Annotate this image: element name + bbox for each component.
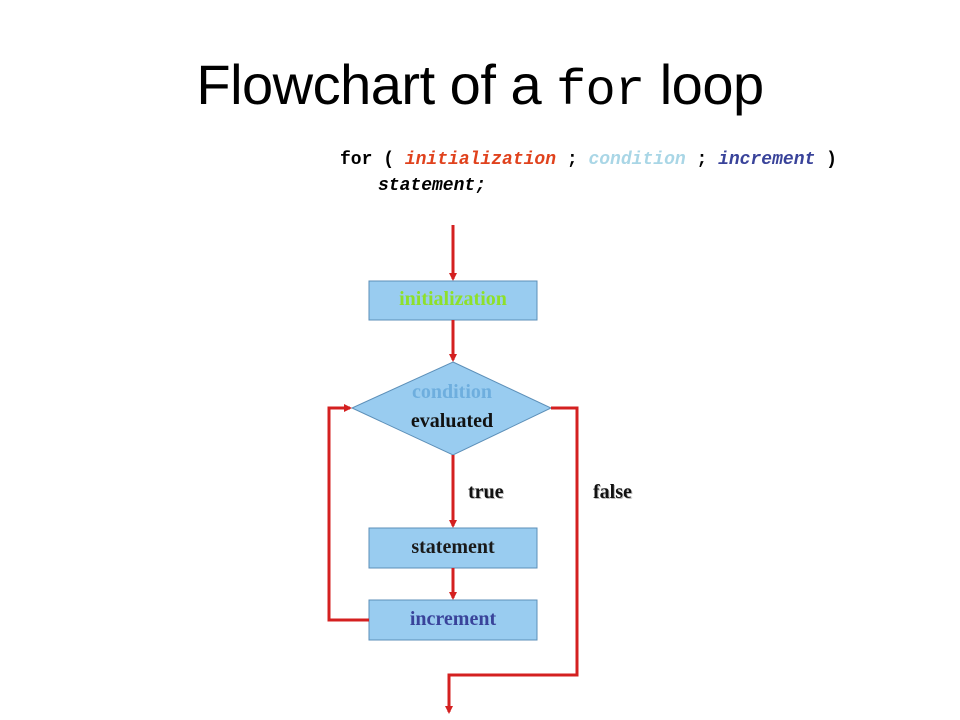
evaluated-label: evaluated bbox=[410, 410, 494, 432]
initialization-box bbox=[368, 280, 538, 321]
code-for-open: for ( bbox=[340, 150, 405, 170]
code-sep-2: ; bbox=[685, 150, 719, 170]
page-title: Flowchart of a for loop bbox=[0, 52, 960, 120]
initialization-label: initialization bbox=[399, 288, 507, 310]
condition-label: condition bbox=[411, 381, 493, 403]
condition-diamond bbox=[350, 361, 553, 456]
code-initialization: initialization bbox=[404, 150, 557, 170]
code-line-1: for ( initialization ; condition ; incre… bbox=[340, 150, 837, 170]
statement-label: statement bbox=[411, 536, 495, 558]
title-prefix: Flowchart of a bbox=[196, 53, 557, 116]
title-suffix: loop bbox=[644, 53, 764, 116]
code-increment: increment bbox=[718, 150, 816, 170]
code-line-2: statement; bbox=[378, 176, 487, 196]
false-exit-arrow bbox=[445, 406, 579, 714]
true-label: true bbox=[468, 481, 504, 503]
false-label: false bbox=[593, 481, 632, 503]
code-condition: condition bbox=[588, 150, 686, 170]
code-close: ) bbox=[815, 150, 837, 170]
title-keyword: for bbox=[556, 63, 645, 120]
increment-label: increment bbox=[409, 608, 497, 630]
loop-back-arrow bbox=[327, 404, 369, 622]
code-sep-1: ; bbox=[556, 150, 589, 170]
statement-box bbox=[368, 527, 538, 569]
